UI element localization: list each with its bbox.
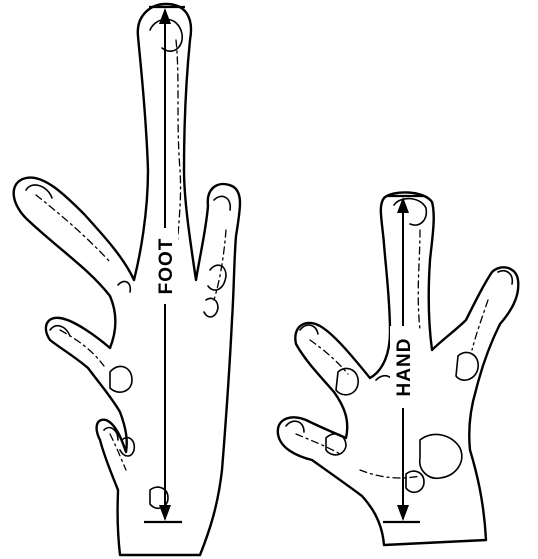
foot-outline	[14, 4, 240, 555]
hand-label: HAND	[394, 338, 415, 397]
foot-label: FOOT	[156, 238, 177, 295]
foot-drawing	[14, 4, 240, 555]
